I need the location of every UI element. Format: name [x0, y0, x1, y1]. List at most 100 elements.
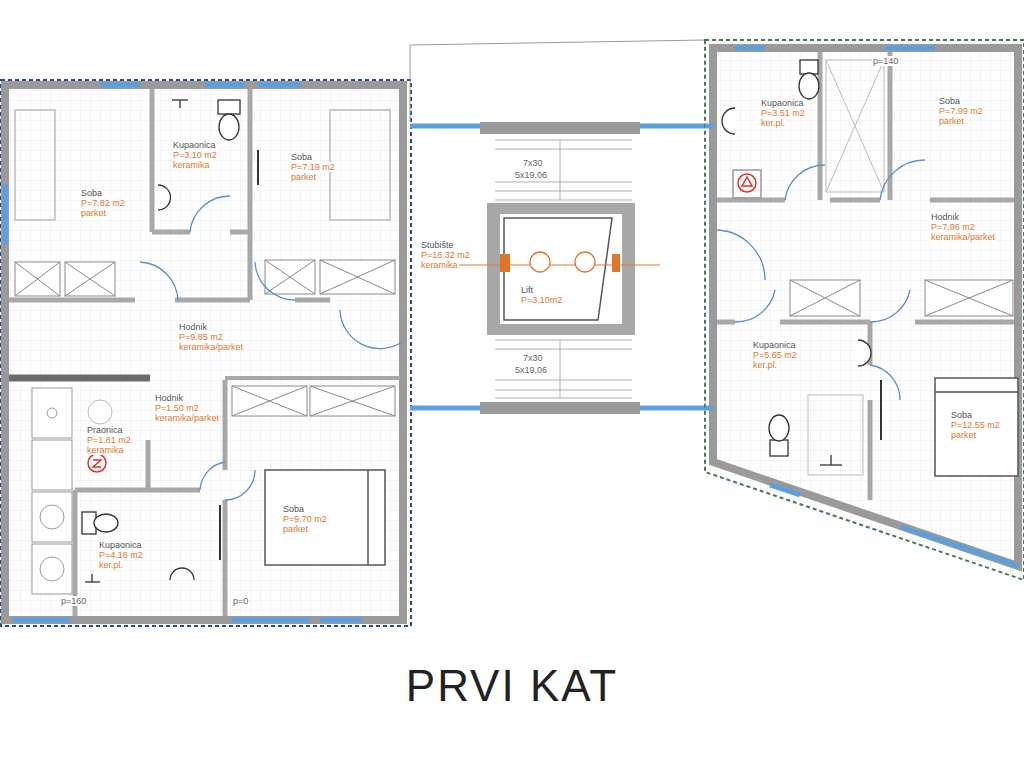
room-data: P=7.99 m2	[938, 106, 984, 116]
room-data: keramika	[172, 160, 211, 170]
door	[200, 462, 225, 490]
bed	[935, 378, 1018, 476]
interior-wall	[868, 400, 873, 500]
door	[870, 365, 900, 400]
door	[735, 290, 775, 322]
bed	[15, 110, 55, 220]
room-data: ker.pl.	[98, 560, 124, 570]
room-data: P=3.51 m2	[760, 108, 806, 118]
interior-wall	[295, 298, 330, 303]
room-data: keramika/parket	[178, 342, 244, 352]
sanitary	[799, 73, 819, 99]
sanitary	[179, 100, 180, 108]
interior-wall	[780, 320, 870, 325]
appliance	[32, 440, 72, 490]
room-data: parket	[938, 116, 965, 126]
stair-tread	[560, 340, 561, 398]
room-name: Hodnik	[154, 393, 184, 403]
room-data: P=1.50 m2	[154, 403, 200, 413]
interior-wall	[930, 198, 1014, 203]
interior-wall	[230, 230, 250, 235]
stair-core	[410, 40, 705, 414]
bed	[265, 470, 385, 565]
room-data: P=7.96 m2	[930, 222, 976, 232]
door	[717, 230, 765, 280]
sanitary	[722, 108, 735, 134]
boiler-symbol	[733, 170, 761, 198]
room-label: KupaonicaP=5.65 m2ker.pl.	[752, 340, 798, 370]
room-data: P=7.82 m2	[80, 198, 126, 208]
left-apartment	[0, 80, 410, 625]
room-name: Soba	[950, 410, 973, 420]
bed	[935, 391, 1018, 393]
room-label: KupaonicaP=3.10 m2keramika	[172, 140, 218, 170]
appliance	[32, 544, 72, 594]
sanitary	[770, 440, 788, 456]
room-name: Kupaonica	[752, 340, 797, 350]
boiler-symbol	[742, 177, 752, 186]
room-data: keramika	[420, 260, 459, 270]
window	[900, 527, 1018, 566]
room-data: P=7.19 m2	[290, 162, 336, 172]
wardrobe	[790, 280, 860, 316]
boiler-symbol	[93, 460, 101, 467]
boiler-symbol	[88, 454, 106, 472]
shower	[826, 60, 884, 192]
wardrobe	[790, 280, 860, 316]
stair-tread	[495, 380, 632, 381]
appliance	[32, 492, 72, 542]
stair-tread	[495, 340, 632, 341]
room-data: P=9.85 m2	[178, 332, 224, 342]
sanitary	[722, 60, 881, 465]
door	[140, 196, 402, 500]
room-label: HodnikP=9.85 m2keramika/parket	[178, 322, 244, 352]
room-data: P=3.10 m2	[172, 150, 218, 160]
window	[705, 406, 713, 411]
boiler-symbol	[88, 454, 106, 472]
bed	[935, 378, 1018, 476]
stair-core	[410, 40, 705, 122]
interior-wall	[248, 89, 253, 300]
interior-wall	[75, 488, 200, 493]
stair-tread	[495, 349, 632, 350]
interior-wall	[150, 89, 155, 232]
sanitary	[170, 568, 194, 580]
lift-shaft	[500, 214, 622, 324]
room-label: StubišteP=16.32 m2keramika	[420, 240, 471, 270]
room-name: Kupaonica	[760, 98, 805, 108]
sill-height: p=160	[60, 596, 87, 606]
sill-height: p=0	[232, 596, 249, 606]
door	[190, 196, 230, 232]
wardrobe	[265, 260, 315, 294]
lift-shaft	[612, 254, 620, 272]
wall	[9, 375, 150, 382]
window	[410, 126, 705, 408]
stair-dimension: 7x30	[522, 353, 544, 363]
sanitary	[800, 60, 818, 74]
left-apartment	[1, 80, 411, 626]
left-apartment	[0, 80, 411, 626]
right-apartment	[713, 48, 1018, 566]
stair-tread	[560, 140, 561, 200]
stair-tread	[495, 398, 632, 399]
room-data: keramika/parket	[154, 413, 220, 423]
boiler-symbol	[738, 174, 756, 192]
interior-wall	[175, 298, 250, 303]
window	[885, 46, 935, 51]
interior-wall	[717, 52, 1014, 500]
wardrobe	[310, 386, 395, 416]
room-label: SobaP=7.19 m2parket	[290, 152, 336, 182]
stair-tread	[495, 149, 632, 150]
interior-wall	[223, 380, 228, 470]
lift-shaft	[504, 218, 612, 320]
sanitary	[91, 574, 92, 582]
wardrobe	[790, 280, 1013, 316]
room-label: SobaP=12.55 m2parket	[950, 410, 1001, 440]
room-name: Soba	[290, 152, 313, 162]
sanitary	[218, 100, 240, 114]
room-data: ker.pl.	[760, 118, 786, 128]
door	[140, 262, 178, 300]
room-data: P=12.55 m2	[950, 420, 1001, 430]
bed	[330, 110, 390, 220]
